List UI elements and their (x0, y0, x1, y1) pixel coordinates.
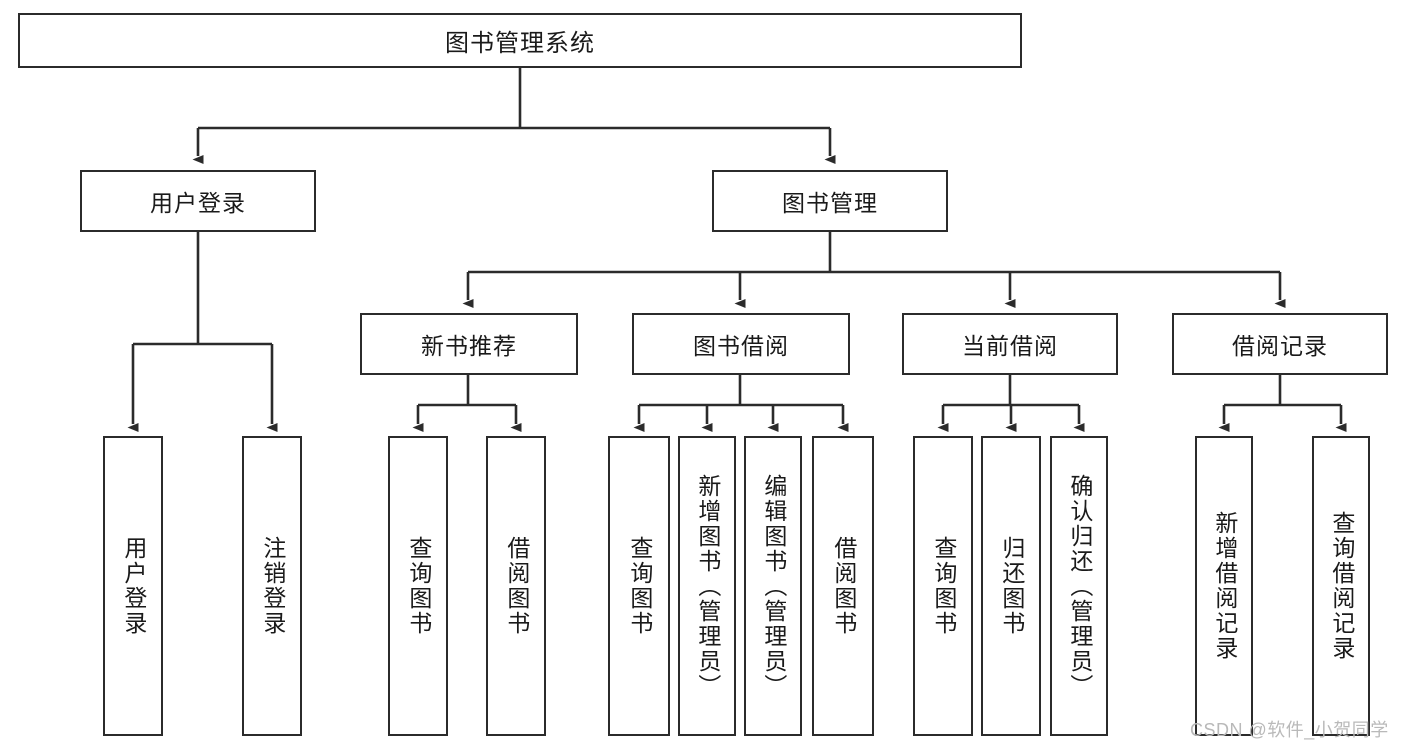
node-leaf-query-book-current[interactable]: 查询图书 (913, 436, 973, 736)
watermark-text: CSDN @软件_小贺同学 (1190, 720, 1389, 740)
node-label: 借阅图书 (830, 536, 857, 636)
node-new-book-recommend[interactable]: 新书推荐 (360, 313, 578, 375)
node-label: 确认归还（管理员） (1066, 473, 1093, 699)
node-leaf-edit-book-admin[interactable]: 编辑图书（管理员） (744, 436, 802, 736)
node-leaf-borrow-book[interactable]: 借阅图书 (812, 436, 874, 736)
node-label: 注销登录 (259, 536, 286, 636)
node-borrow-record[interactable]: 借阅记录 (1172, 313, 1388, 375)
node-leaf-query-borrow-record[interactable]: 查询借阅记录 (1312, 436, 1370, 736)
node-label: 编辑图书（管理员） (760, 473, 787, 699)
node-label: 借阅记录 (1232, 333, 1328, 359)
node-label: 查询图书 (930, 536, 957, 636)
node-leaf-query-book-borrow[interactable]: 查询图书 (608, 436, 670, 736)
edge-currentborrow-to-leaves (937, 375, 1085, 432)
node-book-borrow[interactable]: 图书借阅 (632, 313, 850, 375)
node-user-login[interactable]: 用户登录 (80, 170, 316, 232)
node-label: 归还图书 (998, 536, 1025, 636)
node-leaf-logout-login[interactable]: 注销登录 (242, 436, 302, 736)
node-label: 图书管理 (782, 190, 878, 216)
node-leaf-user-login[interactable]: 用户登录 (103, 436, 163, 736)
node-label: 用户登录 (150, 190, 246, 216)
node-label: 当前借阅 (962, 333, 1058, 359)
node-label: 新增图书（管理员） (694, 473, 721, 699)
node-label: 图书借阅 (693, 333, 789, 359)
node-label: 查询图书 (405, 536, 432, 636)
edge-borrowrecord-to-leaves (1218, 375, 1347, 432)
node-label: 借阅图书 (503, 536, 530, 636)
node-leaf-borrow-book-recommend[interactable]: 借阅图书 (486, 436, 546, 736)
node-label: 查询图书 (626, 536, 653, 636)
edge-root-to-level2 (192, 68, 836, 164)
node-leaf-add-book-admin[interactable]: 新增图书（管理员） (678, 436, 736, 736)
node-current-borrow[interactable]: 当前借阅 (902, 313, 1118, 375)
node-label: 用户登录 (120, 536, 147, 636)
node-leaf-add-borrow-record[interactable]: 新增借阅记录 (1195, 436, 1253, 736)
edge-newbook-to-leaves (412, 375, 522, 432)
node-label: 图书管理系统 (445, 30, 595, 57)
edge-bookborrow-to-leaves (633, 375, 849, 432)
edge-bookmgmt-to-level3 (462, 232, 1286, 308)
node-leaf-return-book[interactable]: 归还图书 (981, 436, 1041, 736)
node-root-system[interactable]: 图书管理系统 (18, 13, 1022, 68)
node-label: 新书推荐 (421, 333, 517, 359)
node-leaf-query-book-recommend[interactable]: 查询图书 (388, 436, 448, 736)
node-book-management[interactable]: 图书管理 (712, 170, 948, 232)
edge-userlogin-to-leaves (127, 232, 278, 432)
node-leaf-confirm-return-admin[interactable]: 确认归还（管理员） (1050, 436, 1108, 736)
node-label: 新增借阅记录 (1211, 511, 1238, 661)
node-label: 查询借阅记录 (1328, 511, 1355, 661)
